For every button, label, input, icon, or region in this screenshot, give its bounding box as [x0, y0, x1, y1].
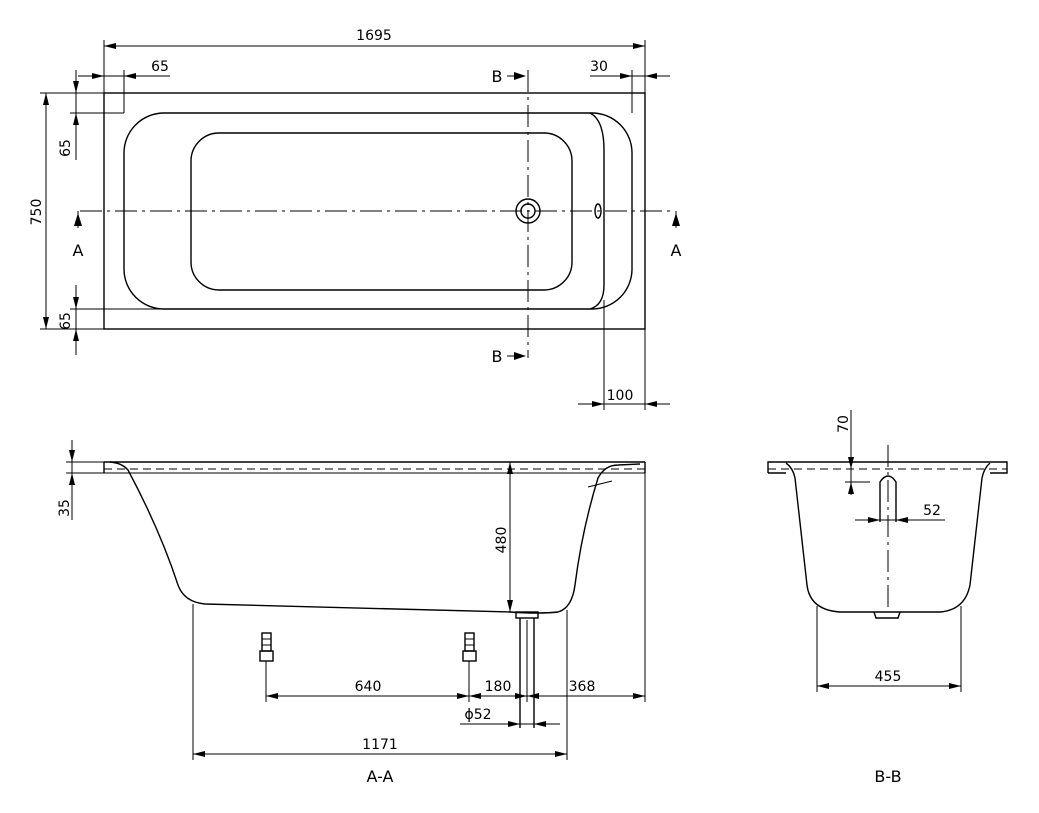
dim-drain-diameter: ϕ52	[464, 707, 491, 723]
plan-view: 1695 65 30 750 65 65	[29, 28, 682, 410]
dim-overall-width: 750	[29, 199, 45, 226]
section-mark-a-right: A	[671, 241, 682, 260]
foot-right	[462, 632, 477, 662]
section-b-view: 70 52 455 B-B	[767, 410, 1008, 786]
plan-overflow	[594, 203, 602, 219]
dim-feet-spacing: 640	[355, 679, 382, 695]
section-mark-b-bottom: B	[492, 347, 503, 366]
dim-rim-bottom: 65	[58, 312, 74, 330]
dim-drain-to-end: 368	[569, 679, 596, 695]
dim-overall-length: 1695	[356, 28, 392, 44]
dim-base-width: 455	[875, 669, 902, 685]
section-b-tub-body	[785, 462, 991, 613]
section-b-title: B-B	[874, 767, 901, 786]
dim-base-length: 1171	[362, 737, 398, 753]
dim-overflow-offset: 70	[836, 415, 852, 433]
dim-drain-offset: 100	[607, 388, 634, 404]
foot-left	[259, 632, 274, 662]
section-a-title: A-A	[367, 767, 394, 786]
dim-rim-right: 30	[590, 59, 608, 75]
dim-depth: 480	[494, 527, 510, 554]
section-mark-a-left: A	[73, 241, 84, 260]
dim-rim-height: 35	[57, 499, 73, 517]
section-a-view: 35 480 640 180 368 ϕ52 1171 A-A	[57, 440, 646, 786]
section-mark-b-top: B	[492, 67, 503, 86]
section-a-tub-body	[109, 461, 641, 614]
dim-foot-to-drain: 180	[485, 679, 512, 695]
dim-overflow-diameter: 52	[923, 503, 941, 519]
dim-rim-left: 65	[151, 59, 169, 75]
dim-rim-top: 65	[58, 139, 74, 157]
